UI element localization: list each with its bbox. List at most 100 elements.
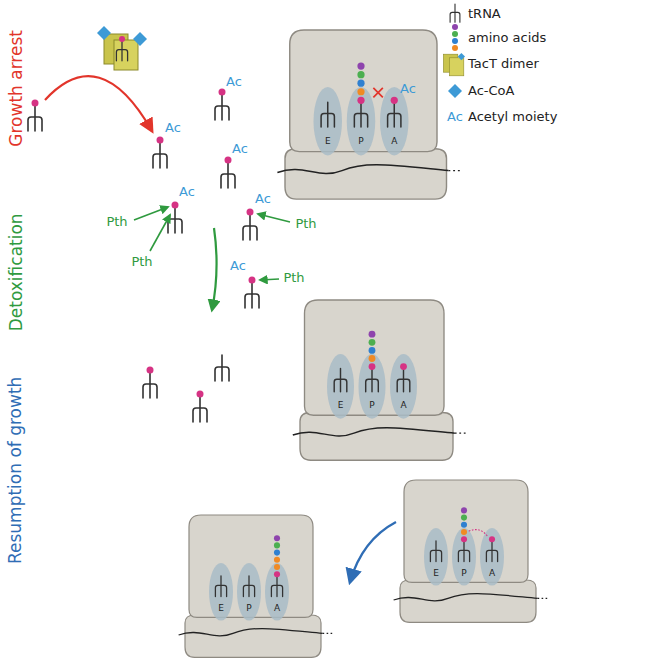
illustration-part — [321, 102, 334, 127]
illustration-part — [369, 331, 376, 338]
illustration-part — [249, 277, 256, 284]
detox-figure — [134, 202, 290, 311]
illustration-part — [366, 368, 379, 391]
acetyl-label: Ac — [255, 192, 271, 206]
illustration-part — [215, 94, 229, 120]
illustration-part — [354, 102, 367, 127]
tact-complex — [28, 26, 235, 188]
illustration-part — [369, 355, 376, 362]
illustration-part — [369, 363, 376, 370]
site-letter: E — [218, 604, 224, 614]
illustration-part — [157, 137, 164, 144]
ribosome — [277, 30, 460, 199]
legend-icons — [443, 4, 465, 98]
illustration-part — [274, 550, 280, 556]
illustration-part — [45, 76, 152, 131]
illustration-part — [274, 571, 280, 577]
illustration-part — [357, 80, 364, 87]
illustration-part — [134, 207, 168, 220]
illustration-part — [430, 541, 441, 562]
cycle-arrow — [350, 522, 396, 582]
illustration-part — [143, 372, 157, 398]
illustration-part — [116, 40, 127, 61]
illustration-part — [150, 215, 170, 251]
legend-sample: Ac — [447, 110, 463, 124]
illustration-part — [168, 207, 182, 233]
illustration-part — [133, 32, 147, 46]
enzyme-label: Pth — [295, 217, 316, 231]
illustration-part — [452, 31, 458, 37]
illustration-part — [458, 541, 469, 562]
illustration-part — [245, 282, 259, 308]
illustration-part — [293, 300, 467, 460]
illustration-part — [400, 363, 407, 370]
site-letter: P — [369, 401, 374, 411]
illustration-part — [469, 530, 487, 536]
acetyl-label: Ac — [400, 82, 416, 96]
site-letter: P — [358, 137, 363, 147]
illustration-part — [357, 88, 364, 95]
illustration-part — [369, 339, 376, 346]
illustration-part — [277, 30, 460, 199]
legend-text: amino acids — [468, 31, 546, 45]
acetyl-label: Ac — [232, 142, 248, 156]
illustration-part — [461, 536, 467, 542]
enzyme-label: Pth — [283, 271, 304, 285]
illustration-part — [452, 24, 458, 30]
enzyme-label: Pth — [131, 255, 152, 269]
section-label: Resumption of growth — [7, 376, 26, 563]
site-letter: E — [325, 137, 331, 147]
illustration-part — [215, 355, 229, 381]
acetyl-label: Ac — [226, 75, 242, 89]
illustration-part — [369, 347, 376, 354]
illustration-part — [247, 209, 254, 216]
illustration-part — [225, 157, 232, 164]
illustration-part — [260, 279, 279, 280]
illustration-part — [452, 45, 458, 51]
illustration-part — [179, 515, 333, 657]
illustration-part — [147, 367, 154, 374]
acetyl-label: Ac — [230, 259, 246, 273]
enzyme-label: Pth — [106, 215, 127, 229]
illustration-part — [394, 480, 548, 622]
illustration-part — [221, 162, 235, 188]
illustration-part — [219, 89, 226, 96]
site-letter: A — [400, 401, 406, 411]
acetyl-label: Ac — [165, 121, 181, 135]
site-letter: P — [246, 604, 251, 614]
illustration-part — [274, 535, 280, 541]
illustration-part — [357, 71, 364, 78]
illustration-part — [443, 53, 465, 76]
illustration-part — [243, 214, 257, 240]
free-trna — [143, 355, 229, 422]
illustration-part — [97, 26, 111, 40]
illustration-part — [397, 368, 410, 391]
site-letter: A — [489, 569, 495, 579]
legend-text: TacT dimer — [468, 57, 539, 71]
illustration-part — [197, 391, 204, 398]
illustration-part — [461, 515, 467, 521]
illustration-part — [243, 576, 254, 597]
illustration-part — [104, 34, 138, 70]
illustration-part — [388, 102, 401, 127]
illustration-part — [97, 26, 147, 70]
illustration-part — [486, 541, 497, 562]
illustration-part — [450, 4, 460, 22]
illustration-part — [153, 142, 167, 168]
illustration-part — [172, 202, 179, 209]
illustration-part — [452, 38, 458, 44]
site-letter: A — [274, 604, 280, 614]
illustration-part — [461, 507, 467, 513]
illustration-part — [458, 53, 465, 60]
legend-text: Acetyl moiety — [468, 110, 557, 124]
illustration-part — [489, 536, 495, 542]
illustration-part — [461, 529, 467, 535]
illustration-part — [271, 576, 282, 597]
illustration-part — [373, 88, 383, 98]
legend-text: tRNA — [468, 7, 501, 21]
illustration-part — [119, 36, 125, 42]
illustration-part — [448, 84, 462, 98]
illustration-part — [215, 576, 226, 597]
